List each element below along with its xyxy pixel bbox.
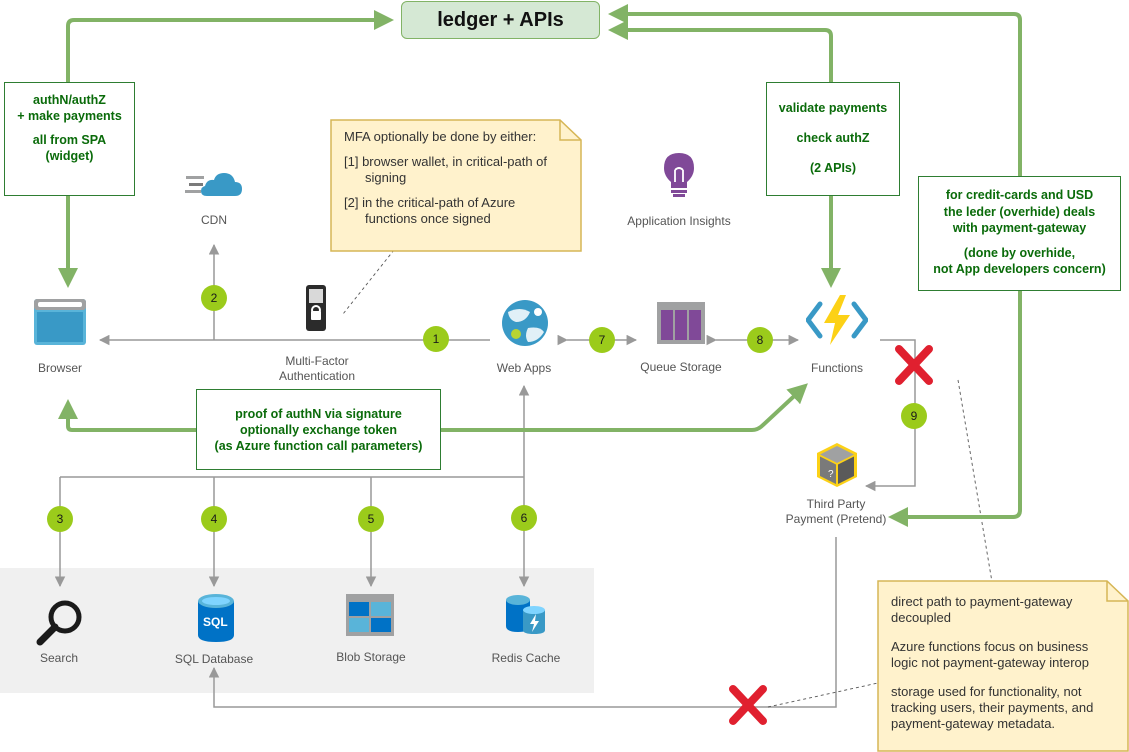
mfa-note-shape (330, 119, 582, 252)
browser-label: Browser (37, 361, 82, 375)
search-icon (36, 600, 82, 646)
phone-lock-icon (306, 285, 326, 331)
decoupled-note-leader-2 (767, 682, 879, 708)
validate-box: validate payments check authZ (2 APIs) (766, 82, 900, 196)
ledger-apis-title: ledger + APIs (401, 1, 600, 39)
mfa-label-line1: Multi-Factor (285, 354, 349, 368)
mfa-note: MFA optionally be done by either: [1] br… (330, 119, 582, 252)
mfa-note-line: functions once signed (365, 211, 491, 226)
validate-box-line: (2 APIs) (809, 161, 857, 175)
x-mark-icon (895, 345, 933, 385)
step-badge-8: 8 (747, 327, 773, 353)
green-flow-to-functions (440, 383, 808, 432)
proof-box-line: proof of authN via signature (235, 407, 402, 421)
third-party-label-line1: Third Party (806, 497, 866, 511)
browser-icon (34, 299, 86, 345)
lightbulb-icon (664, 153, 694, 197)
credit-cards-box: for credit-cards and USD the leder (over… (918, 176, 1121, 291)
sql-database-label: SQL Database (174, 652, 254, 666)
data-services-panel (0, 568, 594, 693)
authn-box-line: all from SPA (32, 133, 107, 147)
authn-box-line: (widget) (45, 149, 94, 163)
step-badge-4: 4 (201, 506, 227, 532)
credit-cards-box-line: with payment-gateway (952, 221, 1087, 235)
decoupled-note: direct path to payment-gateway decoupled… (877, 580, 1129, 752)
redis-cache-icon (506, 595, 545, 634)
mfa-note-line: MFA optionally be done by either: (344, 129, 537, 144)
mfa-note-leader (342, 249, 395, 315)
connector-thirdparty-sql (208, 537, 837, 708)
mfa-note-line: signing (365, 170, 407, 185)
decoupled-note-line: decoupled (891, 610, 951, 625)
decoupled-note-leader (957, 379, 993, 583)
step-badge-7: 7 (589, 327, 615, 353)
sql-glyph: SQL (203, 615, 228, 629)
third-party-label-line2: Payment (Pretend) (785, 512, 887, 526)
decoupled-note-line: storage used for functionality, not (891, 684, 1082, 699)
mfa-label-line2: Authentication (278, 369, 356, 383)
green-flow-to-ledger (66, 10, 394, 82)
queue-storage-label: Queue Storage (640, 360, 722, 374)
validate-box-line: check authZ (796, 131, 870, 145)
green-flow-validate-to-ledger (608, 20, 833, 82)
decoupled-note-line: Azure functions focus on business (891, 639, 1089, 654)
green-flow-to-browser (58, 399, 200, 432)
proof-box-line: (as Azure function call parameters) (214, 439, 423, 453)
x-mark-icon (729, 685, 767, 725)
authn-box: authN/authZ + make payments all from SPA… (4, 82, 135, 196)
cdn-label: CDN (201, 213, 227, 227)
mfa-note-line: [2] in the critical-path of Azure (344, 195, 516, 210)
step-badge-1: 1 (423, 326, 449, 352)
proof-of-authn-box: proof of authN via signature optionally … (196, 389, 441, 470)
blob-storage-icon (346, 594, 394, 636)
blob-storage-label: Blob Storage (336, 650, 406, 664)
credit-cards-box-line: (done by overhide, (963, 245, 1076, 260)
sql-database-icon: SQL (198, 594, 234, 642)
functions-bolt-icon (806, 295, 868, 345)
web-apps-globe-icon (502, 300, 548, 346)
cube-question-glyph: ? (828, 469, 834, 480)
green-flow-overhide-to-thirdparty (888, 291, 1022, 527)
decoupled-note-line: tracking users, their payments, and (891, 700, 1094, 715)
step-badge-6: 6 (511, 505, 537, 531)
authn-box-line: authN/authZ (33, 93, 106, 107)
decoupled-note-line: logic not payment-gateway interop (891, 655, 1090, 670)
step-badge-2: 2 (201, 285, 227, 311)
step-badge-3: 3 (47, 506, 73, 532)
web-apps-label: Web Apps (496, 361, 552, 375)
cube-icon: ? (817, 443, 857, 487)
mfa-note-line: [1] browser wallet, in critical-path of (344, 154, 548, 169)
validate-box-line: validate payments (778, 101, 888, 115)
credit-cards-box-line: not App developers concern) (933, 262, 1106, 276)
authn-box-line: + make payments (17, 109, 122, 123)
decoupled-note-line: direct path to payment-gateway (891, 594, 1073, 609)
functions-label: Functions (810, 361, 864, 375)
decoupled-note-shape (877, 580, 1129, 752)
green-flow-overhide-to-ledger (608, 4, 1022, 176)
decoupled-note-line: payment-gateway metadata. (891, 716, 1056, 731)
queue-storage-icon (657, 302, 705, 344)
search-label: Search (39, 651, 79, 665)
step-badge-9: 9 (901, 403, 927, 429)
credit-cards-box-line: for credit-cards and USD (945, 188, 1094, 202)
redis-cache-label: Redis Cache (491, 651, 561, 665)
credit-cards-box-line: the leder (overhide) deals (943, 204, 1096, 219)
step-badge-5: 5 (358, 506, 384, 532)
cdn-icon (185, 173, 242, 196)
application-insights-label: Application Insights (627, 214, 731, 228)
proof-box-line: optionally exchange token (240, 423, 397, 437)
